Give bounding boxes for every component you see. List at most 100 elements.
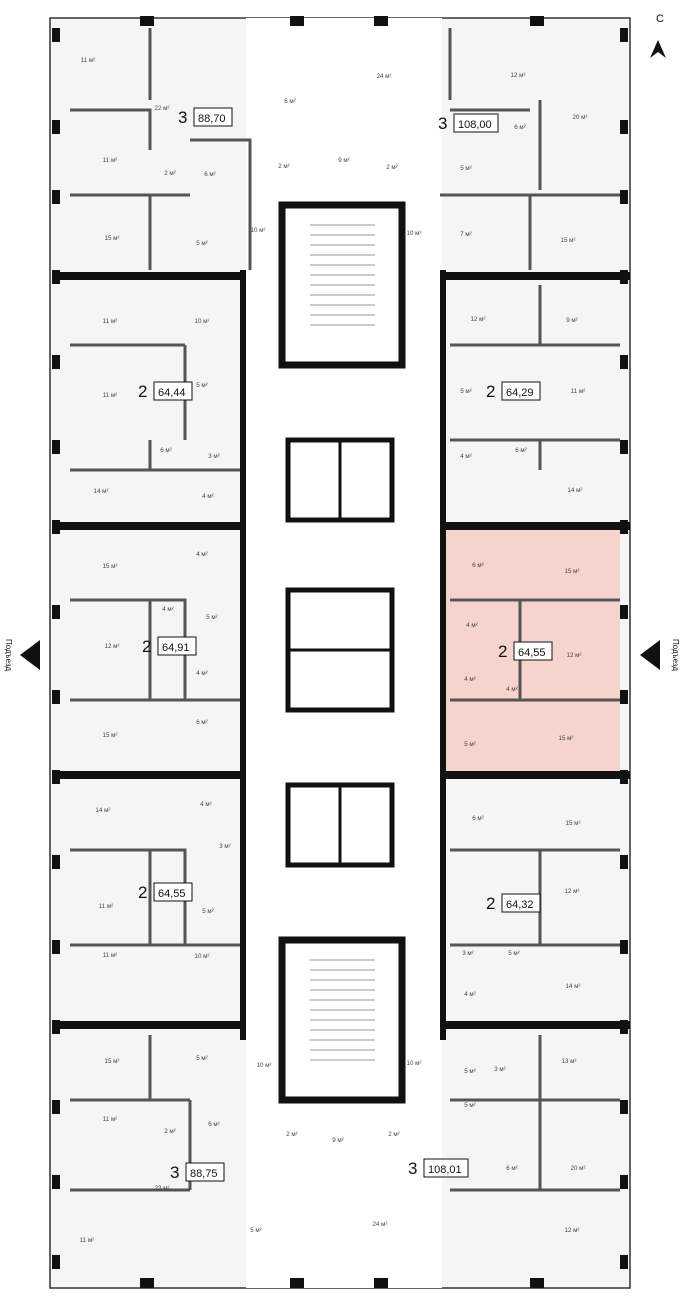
room-area-label: 10 м² bbox=[257, 1062, 272, 1069]
room-area-label: 10 м² bbox=[195, 318, 210, 325]
apartment-area: 64,44 bbox=[158, 387, 186, 399]
room-area-label: 22 м² bbox=[155, 105, 170, 112]
room-area-label: 6 м² bbox=[515, 447, 526, 454]
building-core bbox=[278, 201, 406, 1104]
entrance-left[interactable]: Подъезд bbox=[4, 639, 40, 671]
room-area-label: 14 м² bbox=[94, 488, 109, 495]
room-area-label: 5 м² bbox=[460, 165, 471, 172]
room-area-label: 24 м² bbox=[373, 1221, 388, 1228]
room-area-label: 9 м² bbox=[566, 317, 577, 324]
room-area-label: 14 м² bbox=[568, 487, 583, 494]
apartment-area-box bbox=[157, 636, 197, 656]
apartment-area-box bbox=[423, 1158, 469, 1178]
apartment-area: 88,75 bbox=[190, 1168, 218, 1180]
room-area-label: 6 м² bbox=[204, 171, 215, 178]
room-area-label: 20 м² bbox=[571, 1165, 586, 1172]
room-area-label: 3 м² bbox=[208, 453, 219, 460]
room-area-label: 5 м² bbox=[202, 908, 213, 915]
apartment-area: 64,32 bbox=[506, 899, 534, 911]
entrance-arrow-right-icon bbox=[640, 640, 660, 670]
room-area-label: 11 м² bbox=[103, 952, 117, 959]
room-area-label: 12 м² bbox=[565, 1227, 580, 1234]
room-area-label: 11 м² bbox=[103, 318, 117, 325]
apartment-area-box bbox=[513, 641, 553, 661]
room-area-label: 5 м² bbox=[196, 1055, 207, 1062]
apartment-area-box bbox=[501, 893, 541, 913]
columns bbox=[52, 16, 628, 1288]
room-area-label: 10 м² bbox=[407, 1060, 422, 1067]
room-area-label: 6 м² bbox=[514, 124, 525, 131]
room-area-label: 11 м² bbox=[103, 1116, 117, 1123]
room-area-label: 5 м² bbox=[464, 741, 475, 748]
entrance-left-label: Подъезд bbox=[4, 639, 13, 671]
apartment-room-count: 3 bbox=[170, 1163, 179, 1182]
room-area-label: 4 м² bbox=[162, 606, 173, 613]
room-area-label: 11 м² bbox=[103, 392, 117, 399]
room-area-label: 4 м² bbox=[466, 622, 477, 629]
room-area-label: 24 м² bbox=[377, 73, 392, 80]
room-area-label: 2 м² bbox=[278, 163, 289, 170]
room-area-label: 6 м² bbox=[160, 447, 171, 454]
room-area-label: 6 м² bbox=[284, 98, 295, 105]
apartment-room-count: 3 bbox=[438, 114, 447, 133]
room-area-label: 12 м² bbox=[565, 888, 580, 895]
room-area-label: 2 м² bbox=[388, 1131, 399, 1138]
room-area-label: 5 м² bbox=[206, 614, 217, 621]
compass: С bbox=[650, 13, 666, 58]
apartment-room-count: 2 bbox=[498, 642, 507, 661]
compass-north-label: С bbox=[656, 13, 664, 25]
entrance-right[interactable]: Подъезд bbox=[640, 639, 680, 671]
room-area-label: 15 м² bbox=[105, 235, 120, 242]
apartment-area: 64,91 bbox=[162, 642, 190, 654]
apartment-room-count: 3 bbox=[178, 108, 187, 127]
apartment-room-count: 3 bbox=[408, 1159, 417, 1178]
apartment-area: 64,55 bbox=[158, 888, 186, 900]
room-area-label: 15 м² bbox=[565, 568, 580, 575]
room-area-label: 6 м² bbox=[472, 815, 483, 822]
room-area-label: 12 м² bbox=[471, 316, 486, 323]
room-area-label: 5 м² bbox=[464, 1102, 475, 1109]
room-area-label: 4 м² bbox=[196, 551, 207, 558]
room-area-label: 2 м² bbox=[164, 170, 175, 177]
room-area-label: 12 м² bbox=[567, 652, 582, 659]
apartment-area-box bbox=[453, 113, 499, 133]
apartment-area: 64,55 bbox=[518, 647, 546, 659]
entrance-arrow-left-icon bbox=[20, 640, 40, 670]
apartment-area-box bbox=[185, 1162, 225, 1182]
room-area-label: 3 м² bbox=[462, 950, 473, 957]
apartment-area-box bbox=[153, 882, 193, 902]
entrance-right-label: Подъезд bbox=[671, 639, 680, 671]
room-area-label: 2 м² bbox=[286, 1131, 297, 1138]
room-area-label: 12 м² bbox=[105, 643, 120, 650]
room-area-label: 15 м² bbox=[566, 820, 581, 827]
room-area-label: 15 м² bbox=[103, 563, 118, 570]
room-area-label: 11 м² bbox=[80, 1237, 94, 1244]
apartment-room-count: 2 bbox=[138, 382, 147, 401]
room-area-label: 11 м² bbox=[103, 157, 117, 164]
room-area-label: 6 м² bbox=[208, 1121, 219, 1128]
room-area-label: 5 м² bbox=[460, 388, 471, 395]
room-area-label: 5 м² bbox=[508, 950, 519, 957]
room-area-label: 10 м² bbox=[251, 227, 266, 234]
room-area-label: 13 м² bbox=[562, 1058, 577, 1065]
room-area-label: 7 м² bbox=[460, 231, 471, 238]
apartment-room-count: 2 bbox=[486, 382, 495, 401]
apartment-area-box bbox=[193, 107, 233, 127]
room-area-label: 23 м² bbox=[155, 1185, 170, 1192]
apartment-room-count: 2 bbox=[142, 637, 151, 656]
room-area-label: 4 м² bbox=[460, 453, 471, 460]
apartment-area-box bbox=[501, 381, 541, 401]
room-area-label: 15 м² bbox=[559, 735, 574, 742]
